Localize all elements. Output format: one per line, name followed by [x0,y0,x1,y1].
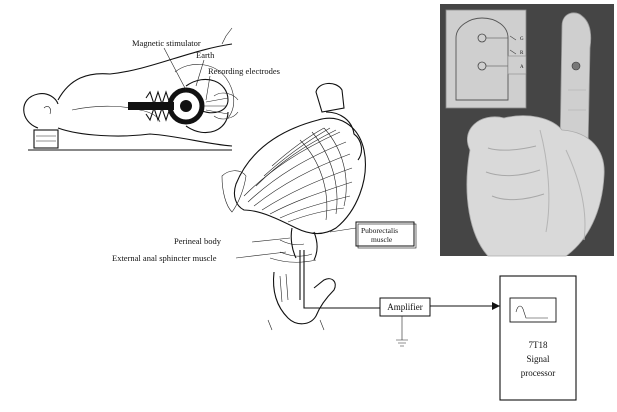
label-perineal-body: Perineal body [174,236,222,246]
glove-electrode-photo: G R A [440,4,614,256]
inset-mark-1: G [520,37,524,42]
inset-mark-3: A [520,65,524,70]
signal-processor-box [500,276,576,400]
processor-model: 7T18 [529,340,548,350]
ground-symbol [396,316,408,346]
processor-screen [510,298,556,322]
label-recording-electrodes: Recording electrodes [208,66,280,76]
stimulator-handle [128,102,174,110]
label-puborectalis-text-line2: muscle [371,235,393,244]
head-support [34,130,58,148]
pelvic-anatomy-figure [222,83,365,330]
electrode-contact [572,62,580,70]
processor-label-processor: processor [521,368,556,378]
label-puborectalis-text: Puborectalis [361,226,398,235]
label-external-anal-sphincter: External anal sphincter muscle [112,253,217,263]
gloved-finger [560,13,591,150]
magnetic-coil [128,90,202,122]
amplifier-label: Amplifier [387,302,423,312]
probe-wire [304,300,380,308]
gloved-fist [467,116,604,256]
label-magnetic-stimulator: Magnetic stimulator [132,38,201,48]
label-earth: Earth [196,50,215,60]
processor-label-signal: Signal [526,354,550,364]
patient-figure [24,28,238,150]
